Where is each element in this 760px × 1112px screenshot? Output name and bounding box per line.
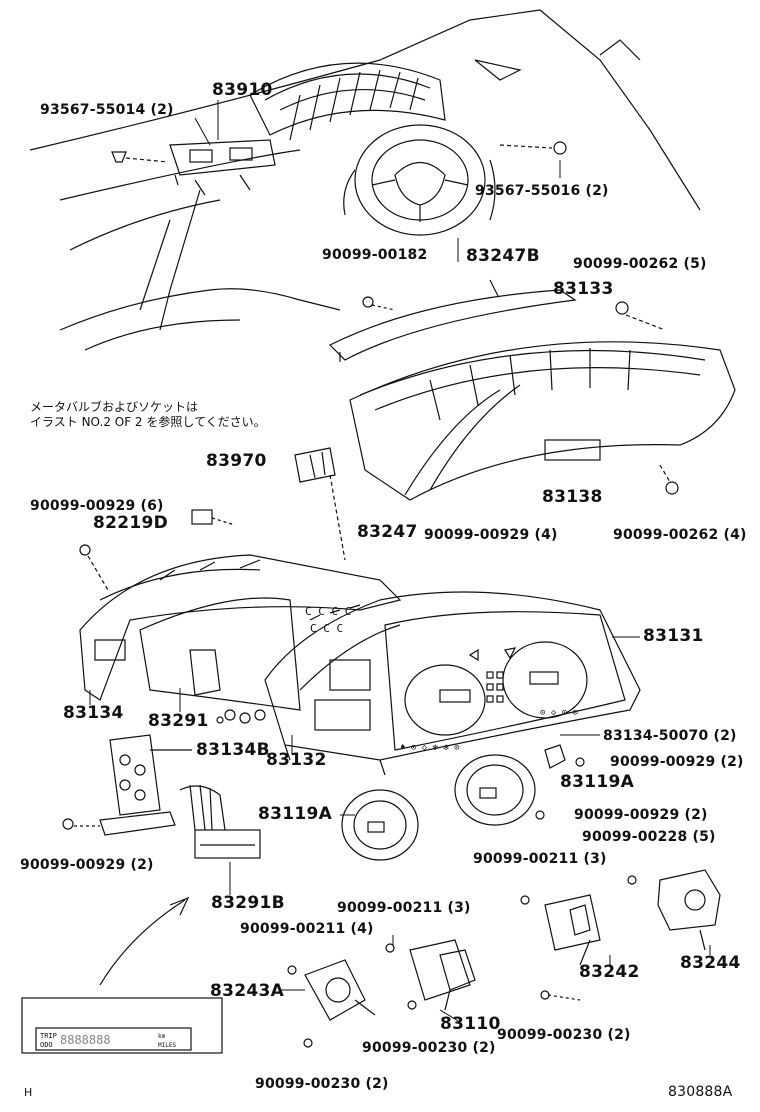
label-90099-00211-3b: 90099-00211 (3) <box>337 900 471 916</box>
label-90099-00929-4: 90099-00929 (4) <box>424 527 558 543</box>
note-line-1: メータバルブおよびソケットは <box>30 400 199 414</box>
part-83131-dial: ♦ ⊙ ◇ ✻ ✻ ⊙ ⊙ ◇ ⊙ ⊙ <box>384 611 626 753</box>
label-83132: 83132 <box>266 750 327 770</box>
part-83119A-ring-left <box>341 789 419 861</box>
label-90099-00182: 90099-00182 <box>322 247 428 263</box>
part-83291B-harness <box>62 784 261 859</box>
label-83131: 83131 <box>643 626 704 646</box>
part-83244-sender <box>627 869 721 951</box>
part-83134-50070-clip <box>544 744 585 769</box>
label-83138: 83138 <box>542 487 603 507</box>
svg-text:MILES: MILES <box>158 1042 176 1049</box>
label-83119A-right: 83119A <box>560 772 635 792</box>
label-83134: 83134 <box>63 703 124 723</box>
label-83243A: 83243A <box>210 981 285 1001</box>
label-90099-00211-3a: 90099-00211 (3) <box>473 851 607 867</box>
label-90099-00228: 90099-00228 (5) <box>582 829 716 845</box>
upper-meter-hood <box>249 62 446 141</box>
arrow-to-inset <box>99 896 190 986</box>
label-90099-00230-2b: 90099-00230 (2) <box>362 1040 496 1056</box>
label-83247B: 83247B <box>466 246 540 266</box>
odometer-display-inset: TRIP ODO 8888888 km MILES <box>21 997 223 1054</box>
part-83119A-ring-right <box>454 754 545 826</box>
label-90099-00230-2c: 90099-00230 (2) <box>255 1076 389 1092</box>
screw-93567-55016 <box>499 141 567 155</box>
svg-text:TRIP: TRIP <box>40 1032 57 1040</box>
label-90099-00929-2a: 90099-00929 (2) <box>610 754 744 770</box>
label-90099-00929-2b: 90099-00929 (2) <box>574 807 708 823</box>
screw-90099-00929-6 <box>79 544 109 591</box>
illustration-code: 830888A <box>668 1084 733 1100</box>
footer-left-code: H <box>24 1086 33 1099</box>
dashboard-outline <box>29 9 701 351</box>
part-83243A-movement <box>287 959 376 1048</box>
part-83910-switch <box>169 139 276 196</box>
label-83970: 83970 <box>206 451 267 471</box>
part-83242-movement <box>520 894 601 1001</box>
screw-93567-55014 <box>111 151 169 163</box>
part-83291-circuit: C C C C C C C <box>139 597 361 724</box>
label-83291: 83291 <box>148 711 209 731</box>
leader-lines-top <box>194 100 561 262</box>
label-83244: 83244 <box>680 953 741 973</box>
label-83133: 83133 <box>553 279 614 299</box>
svg-text:km: km <box>158 1033 166 1040</box>
part-82219D-connector <box>191 509 236 526</box>
label-83242: 83242 <box>579 962 640 982</box>
label-83134-50070: 83134-50070 (2) <box>603 728 737 744</box>
part-83970-socket <box>294 447 346 561</box>
steering-wheel <box>343 124 496 236</box>
label-83910: 83910 <box>212 80 273 100</box>
label-90099-00262-4: 90099-00262 (4) <box>613 527 747 543</box>
label-90099-00929-6: 90099-00929 (6) <box>30 498 164 514</box>
label-83119A-left: 83119A <box>258 804 333 824</box>
leader-lines-lower <box>89 636 711 1023</box>
svg-text:8888888: 8888888 <box>60 1033 111 1047</box>
label-83247: 83247 <box>357 522 418 542</box>
part-83133-housing <box>349 301 736 501</box>
label-83134B: 83134B <box>196 740 270 760</box>
label-83110: 83110 <box>440 1014 501 1034</box>
part-83134-rear-case <box>79 554 402 701</box>
svg-text:ODO: ODO <box>40 1041 53 1049</box>
label-83291B: 83291B <box>211 893 285 913</box>
svg-text:C C C: C C C <box>310 622 343 635</box>
part-83247B-cover <box>328 279 577 362</box>
svg-text:⊙ ◇ ⊙ ⊙: ⊙ ◇ ⊙ ⊙ <box>540 708 578 718</box>
svg-text:♦ ⊙ ◇ ✻ ✻ ⊙: ♦ ⊙ ◇ ✻ ✻ ⊙ <box>400 743 460 753</box>
label-90099-00211-4: 90099-00211 (4) <box>240 921 374 937</box>
label-82219D: 82219D <box>93 513 169 533</box>
label-90099-00929-2c: 90099-00929 (2) <box>20 857 154 873</box>
svg-text:C C C C: C C C C <box>305 605 351 618</box>
label-90099-00230-2a: 90099-00230 (2) <box>497 1027 631 1043</box>
label-93567-55016: 93567-55016 (2) <box>475 183 609 199</box>
part-83110-movement <box>385 939 476 1011</box>
part-83134B-circuit <box>109 734 192 816</box>
label-93567-55014: 93567-55014 (2) <box>40 102 174 118</box>
note-line-2: イラスト NO.2 OF 2 を参照してください。 <box>30 415 266 429</box>
part-83132-case <box>264 591 641 776</box>
note-bulb-socket: メータバルブおよびソケットは イラスト NO.2 OF 2 を参照してください。 <box>30 400 266 430</box>
label-90099-00262-5: 90099-00262 (5) <box>573 256 707 272</box>
